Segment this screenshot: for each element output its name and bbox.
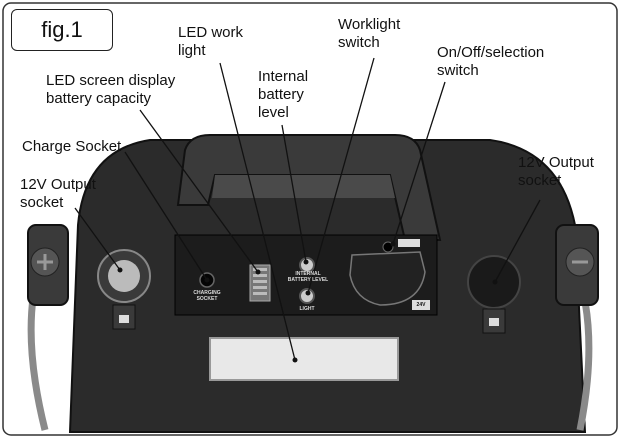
callout-output-left: 12V Output socket [20, 176, 96, 211]
panel-label-charging-socket: CHARGING SOCKET [193, 290, 221, 302]
worklight-button[interactable] [299, 288, 315, 304]
knob-indicator [382, 241, 394, 253]
callout-internal-battery: Internal battery level [258, 68, 309, 121]
internal-battery-button[interactable] [299, 257, 315, 273]
callout-led-screen: LED screen display battery capacity [46, 72, 176, 107]
callout-output-right: 12V Output socket [518, 154, 594, 189]
callout-line-output-right [494, 199, 541, 283]
panel-label-24v: 24V [416, 302, 426, 308]
callout-line-output-left [74, 207, 121, 271]
callout-line-led-screen [139, 109, 259, 273]
panel-label-light: LIGHT [299, 306, 315, 312]
figure-label: fig.1 [11, 9, 113, 51]
callout-line-worklight-switch [307, 57, 375, 294]
callout-line-internal-battery [281, 124, 307, 263]
led-work-light-window [209, 337, 399, 381]
callout-line-work-light [219, 62, 296, 361]
callout-line-charge-socket [124, 151, 208, 281]
callout-led-work-light: LED work light [178, 24, 244, 59]
callout-line-onoff [392, 81, 446, 245]
callout-onoff-switch: On/Off/selection switch [437, 44, 545, 79]
handle-grip [212, 175, 395, 198]
panel-label-internal-battery: INTERNAL BATTERY LEVEL [287, 271, 329, 283]
selection-knob[interactable] [349, 251, 426, 306]
callout-charge-socket: Charge Socket [22, 138, 122, 155]
callout-worklight-switch: Worklight switch [338, 16, 401, 51]
